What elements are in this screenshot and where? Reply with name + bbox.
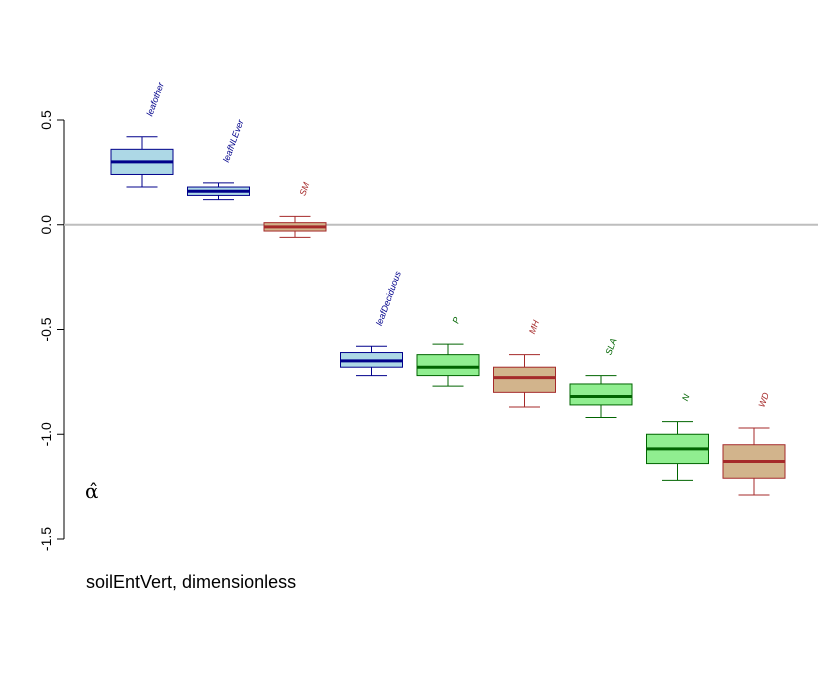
box-WD <box>722 427 786 496</box>
box-P <box>416 343 480 387</box>
box-MH <box>493 354 556 408</box>
y-tick-label: 0.5 <box>38 110 54 130</box>
box-label-SLA: SLA <box>603 337 618 356</box>
box-label-leafNLEver: leafNLEver <box>221 117 246 163</box>
box-label-WD: WD <box>756 391 771 409</box>
y-axis-ticks: -1.5 -1.0 -0.5 0.0 0.5 <box>38 110 64 551</box>
box-SM <box>263 215 327 238</box>
iqr-box <box>569 383 633 406</box>
y-tick-label: 0.0 <box>38 215 54 235</box>
box-leafDeciduous <box>340 345 403 377</box>
y-tick-label: -1.5 <box>38 527 54 551</box>
box-label-leafDeciduous: leafDeciduous <box>374 269 403 326</box>
box-label-N: N <box>680 392 692 402</box>
y-tick-label: -1.0 <box>38 422 54 446</box>
iqr-box <box>416 354 480 377</box>
box-leafNLEver <box>187 182 250 201</box>
chart-caption: soilEntVert, dimensionless <box>86 572 296 592</box>
box-label-SM: SM <box>297 180 311 197</box>
box-label-P: P <box>450 316 461 325</box>
box-label-MH: MH <box>527 318 541 335</box>
box-label-leafother: leafother <box>144 80 166 117</box>
box-N <box>646 421 709 481</box>
box-SLA <box>569 375 633 418</box>
boxes <box>110 136 786 496</box>
box-leafother <box>110 136 174 188</box>
alpha-hat-symbol: α̂ <box>85 479 99 503</box>
y-tick-label: -0.5 <box>38 317 54 341</box>
iqr-box <box>493 366 556 393</box>
